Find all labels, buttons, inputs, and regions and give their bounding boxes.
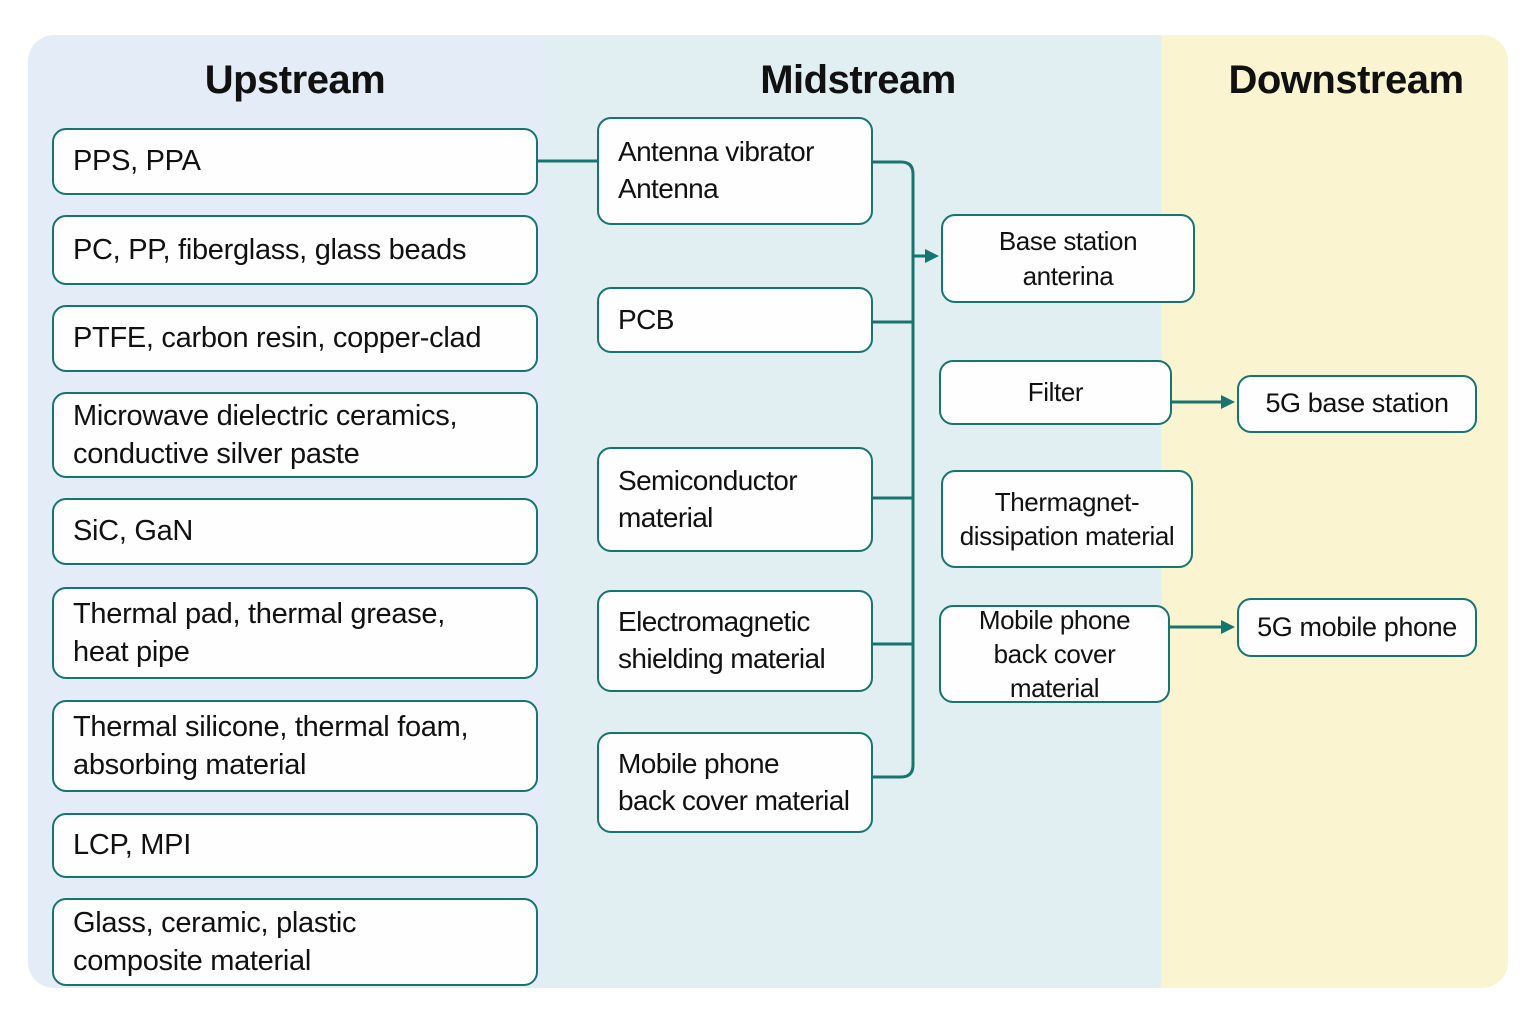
downstream-title: Downstream	[1228, 58, 1464, 102]
node-filter: Filter	[939, 360, 1172, 425]
node-electromagnetic-shielding: Electromagnetic shielding material	[597, 590, 873, 692]
node-thermal-silicone: Thermal silicone, thermal foam, absorbin…	[52, 700, 538, 792]
node-thermal-pad: Thermal pad, thermal grease, heat pipe	[52, 587, 538, 679]
node-5g-mobile-phone: 5G mobile phone	[1237, 598, 1477, 657]
node-sic-gan: SiC, GaN	[52, 498, 538, 565]
node-thermagnet-dissipation: Thermagnet- dissipation material	[941, 470, 1193, 568]
node-pps-ppa: PPS, PPA	[52, 128, 538, 195]
midstream-title: Midstream	[760, 58, 956, 102]
node-microwave-ceramics: Microwave dielectric ceramics, conductiv…	[52, 392, 538, 478]
node-glass-ceramic-composite: Glass, ceramic, plastic composite materi…	[52, 898, 538, 986]
node-lcp-mpi: LCP, MPI	[52, 813, 538, 878]
node-mobile-back-cover-component: Mobile phone back cover material	[939, 605, 1170, 703]
node-antenna-vibrator: Antenna vibrator Antenna	[597, 117, 873, 225]
node-pcb: PCB	[597, 287, 873, 353]
node-semiconductor-material: Semiconductor material	[597, 447, 873, 552]
node-base-station-antenna: Base station anterina	[941, 214, 1195, 303]
node-pc-pp-fiberglass: PC, PP, fiberglass, glass beads	[52, 215, 538, 285]
node-ptfe-carbon-resin: PTFE, carbon resin, copper-clad	[52, 305, 538, 372]
node-5g-base-station: 5G base station	[1237, 375, 1477, 433]
node-mobile-back-cover-mid: Mobile phone back cover material	[597, 732, 873, 833]
upstream-title: Upstream	[204, 58, 386, 102]
